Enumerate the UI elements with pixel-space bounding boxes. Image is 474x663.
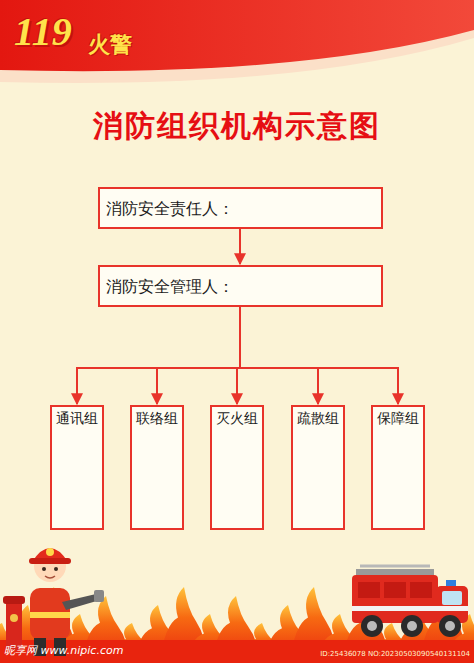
watermark: ID:25436078 NO:20230503090540131104: [320, 650, 470, 658]
flow-arrow: [240, 307, 318, 404]
diagram-title: 消防组织机构示意图: [0, 106, 474, 147]
fire-truck: [352, 566, 468, 637]
node-text: 消防安全管理人：: [100, 267, 381, 298]
role-box: 消防安全管理人：: [98, 265, 383, 307]
role-box: 消防安全责任人：: [98, 187, 383, 229]
flow-arrow: [240, 307, 398, 404]
node-text: 灭火组: [212, 407, 262, 428]
team-box: 疏散组: [291, 405, 345, 530]
node-text: 消防安全责任人：: [100, 189, 381, 220]
flow-arrow: [157, 307, 240, 404]
fireman: [3, 548, 104, 656]
header-badge: 火警: [88, 30, 132, 60]
node-text: 联络组: [132, 407, 182, 428]
team-box: 灭火组: [210, 405, 264, 530]
node-text: 疏散组: [293, 407, 343, 428]
flame-base: [0, 640, 474, 663]
flow-arrow: [77, 307, 240, 404]
team-box: 保障组: [371, 405, 425, 530]
node-text: 保障组: [373, 407, 423, 428]
team-box: 联络组: [130, 405, 184, 530]
top-band: [0, 0, 474, 71]
node-text: 通讯组: [52, 407, 102, 428]
team-box: 通讯组: [50, 405, 104, 530]
watermark: 昵享网 www.nipic.com: [4, 643, 123, 658]
header-badge: 119: [14, 8, 72, 55]
band-shade: [0, 0, 474, 83]
flow-arrow: [239, 229, 241, 264]
